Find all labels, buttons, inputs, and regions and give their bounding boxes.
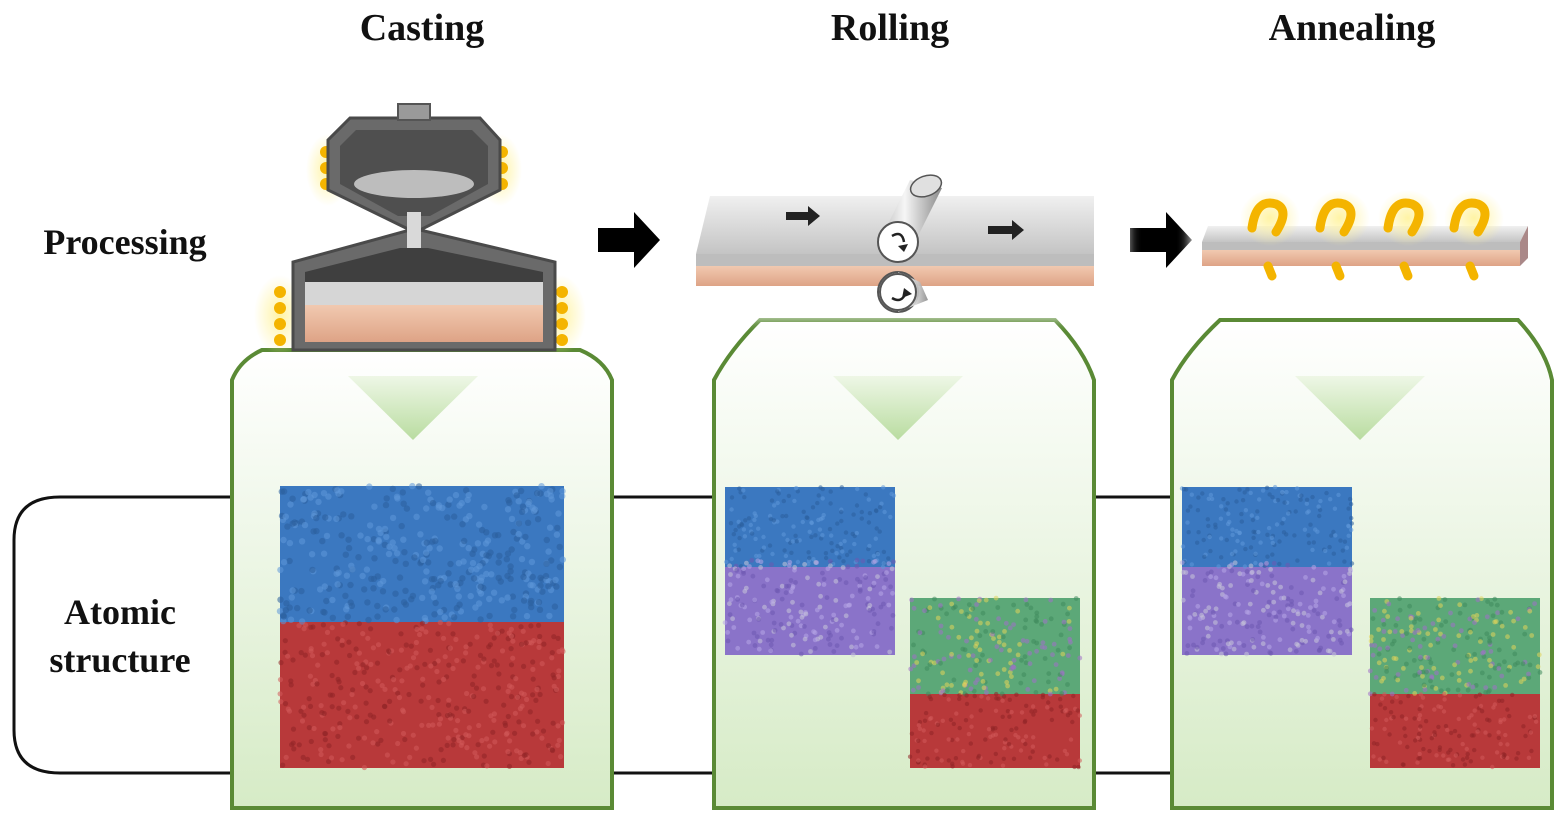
- row-label-atomic-structure: Atomic structure: [49, 592, 191, 680]
- down-triangle: [348, 376, 478, 440]
- atomic-structure-annealing: [1179, 484, 1543, 770]
- stage-title-annealing: Annealing: [1268, 7, 1436, 49]
- stage-title-rolling: Rolling: [830, 7, 950, 49]
- heater-coil-icon: [1240, 190, 1504, 281]
- down-triangle: [1295, 376, 1425, 440]
- atomic-structure-rolling: [722, 485, 1083, 770]
- rolling-illustration: [678, 158, 1128, 318]
- roller-icon: [877, 174, 943, 263]
- right-arrow-icon: [598, 212, 660, 268]
- row-bracket: [12, 495, 1173, 775]
- down-triangle: [833, 376, 963, 440]
- annealing-illustration: [1190, 160, 1546, 288]
- stage-title-casting: Casting: [359, 7, 485, 49]
- row-label-processing: Processing: [43, 222, 207, 262]
- roller-icon: [877, 271, 928, 313]
- atomic-structure-casting: [276, 482, 566, 771]
- right-arrow-icon: [1130, 212, 1192, 268]
- mold-icon: [254, 103, 586, 355]
